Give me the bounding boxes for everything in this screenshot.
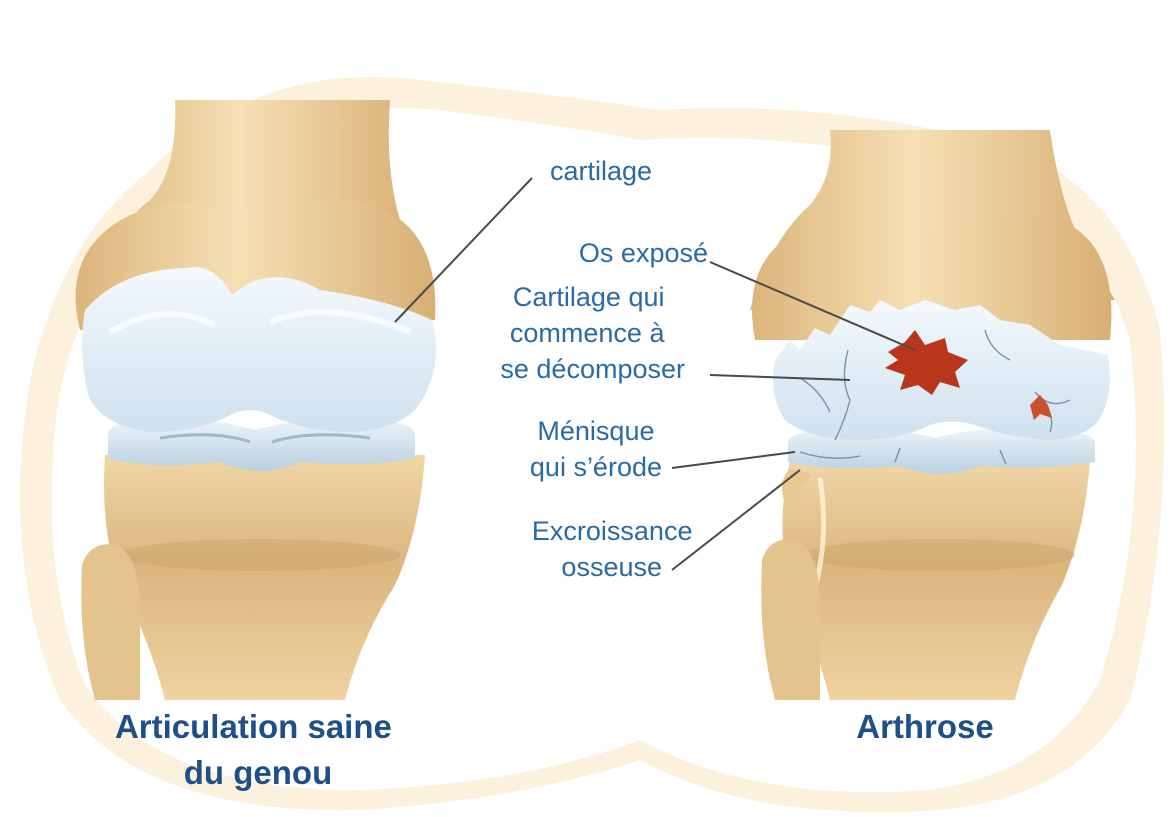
- label-cartilage-breaking: Cartilage qui commence à se décomposer: [500, 282, 685, 384]
- label-cartilage: cartilage: [550, 156, 652, 186]
- caption-arthrosis: Arthrose: [856, 708, 994, 745]
- label-exposed-bone: Os exposé: [579, 238, 708, 268]
